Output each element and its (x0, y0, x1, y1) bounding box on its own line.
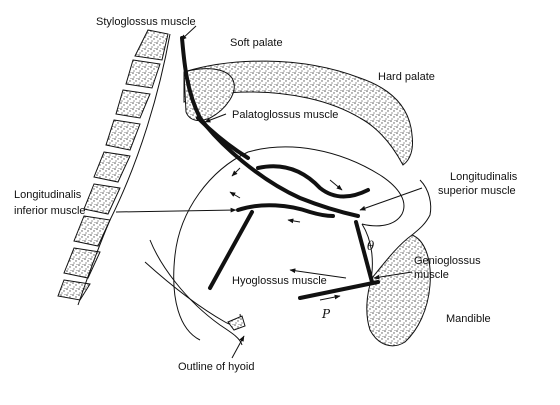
styloglossus-muscle-line (180, 36, 360, 218)
vertebral-column (57, 29, 169, 301)
label-palatoglossus: Palatoglossus muscle (232, 109, 338, 121)
lower-teeth (411, 179, 432, 236)
label-longitudinalis-inferior-1: Longitudinalis (14, 189, 82, 201)
genioglossus-base-line (298, 280, 380, 300)
label-genioglossus-2: muscle (414, 269, 449, 281)
label-longitudinalis-superior-1: Longitudinalis (450, 171, 518, 183)
longitudinalis-inferior-line (236, 203, 335, 218)
label-genioglossus-1: Genioglossus (414, 255, 481, 267)
mandible (366, 234, 431, 347)
longitudinalis-superior-line (256, 164, 370, 199)
direction-arrows (229, 167, 343, 301)
hyoglossus-muscle-line (208, 210, 254, 290)
label-soft-palate: Soft palate (230, 37, 283, 49)
label-hard-palate: Hard palate (378, 71, 435, 83)
tongue-outline (173, 151, 249, 341)
label-hyoid: Outline of hyoid (178, 361, 254, 373)
genioglossus-muscle-line (354, 220, 374, 284)
label-styloglossus: Styloglossus muscle (96, 16, 196, 28)
hard-palate (183, 60, 413, 166)
label-p: P (321, 307, 331, 321)
label-longitudinalis-inferior-2: inferior muscle (14, 205, 86, 217)
label-longitudinalis-superior-2: superior muscle (438, 185, 516, 197)
label-mandible: Mandible (446, 313, 491, 325)
spine-outline (77, 33, 171, 306)
tongue-base-curve (149, 239, 243, 346)
tongue-upper-contour (247, 146, 405, 227)
palatoglossus-muscle-line (196, 116, 250, 160)
muscle-lines (180, 36, 380, 300)
label-hyoglossus: Hyoglossus muscle (232, 275, 327, 287)
hyoid-outline (144, 261, 241, 325)
label-theta: θ (367, 239, 375, 253)
hyoid-body (227, 315, 246, 331)
leader-lines (115, 25, 423, 359)
